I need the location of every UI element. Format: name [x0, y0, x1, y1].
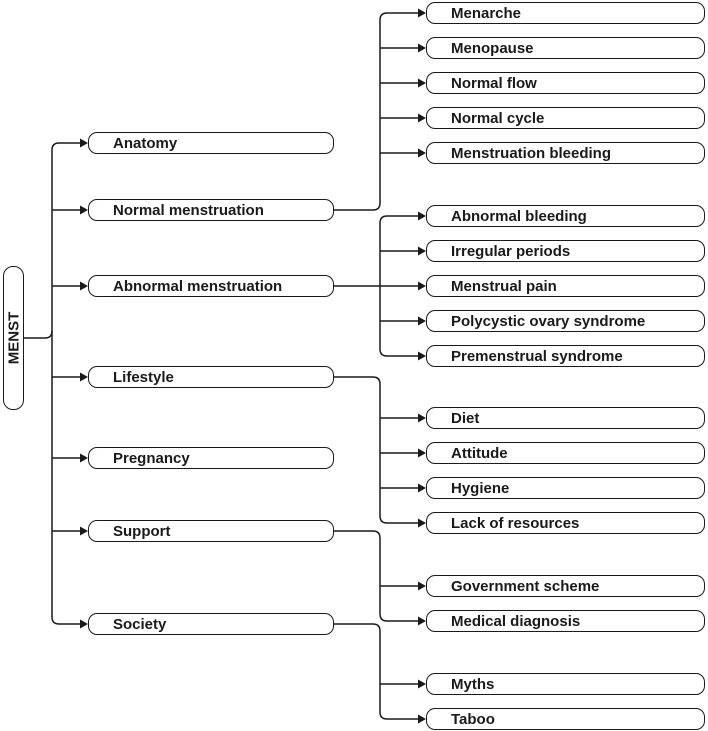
leaf-label: Myths — [451, 675, 495, 693]
root-label: MENST — [5, 311, 22, 365]
category-society: Society — [88, 613, 334, 635]
root-node: MENST — [3, 266, 24, 410]
arrow-head — [418, 413, 426, 423]
leaf-normal-cycle: Normal cycle — [426, 107, 705, 129]
leaf-connector — [379, 215, 424, 224]
category-label: Pregnancy — [113, 449, 190, 467]
category-abnormal-menstruation: Abnormal menstruation — [88, 275, 334, 297]
leaf-label: Polycystic ovary syndrome — [451, 312, 646, 330]
arrow-head — [80, 619, 88, 629]
leaf-label: Menopause — [451, 39, 534, 57]
group-link — [334, 376, 381, 385]
arrow-head — [80, 453, 88, 463]
arrow-head — [418, 78, 426, 88]
arrow-head — [80, 372, 88, 382]
arrow-head — [80, 281, 88, 291]
category-label: Abnormal menstruation — [113, 277, 283, 295]
leaf-normal-flow: Normal flow — [426, 72, 705, 94]
leaf-label: Menstruation bleeding — [451, 144, 612, 162]
arrow-head — [418, 483, 426, 493]
arrow-head — [418, 148, 426, 158]
category-label: Support — [113, 522, 171, 540]
arrow-head — [418, 43, 426, 53]
arrow-head — [418, 581, 426, 591]
category-support: Support — [88, 520, 334, 542]
root-link — [24, 330, 53, 339]
leaf-label: Normal cycle — [451, 109, 545, 127]
category-normal-menstruation: Normal menstruation — [88, 199, 334, 221]
leaf-label: Normal flow — [451, 74, 537, 92]
category-connector — [51, 142, 86, 151]
category-label: Society — [113, 615, 167, 633]
leaf-connector — [379, 348, 424, 357]
leaf-medical-diagnosis: Medical diagnosis — [426, 610, 705, 632]
leaf-premenstrual-syndrome: Premenstrual syndrome — [426, 345, 705, 367]
leaf-polycystic-ovary-syndrome: Polycystic ovary syndrome — [426, 310, 705, 332]
leaf-government-scheme: Government scheme — [426, 575, 705, 597]
arrow-head — [80, 526, 88, 536]
leaf-label: Medical diagnosis — [451, 612, 581, 630]
leaf-menarche: Menarche — [426, 2, 705, 24]
leaf-abnormal-bleeding: Abnormal bleeding — [426, 205, 705, 227]
leaf-connector — [379, 711, 424, 720]
leaf-menopause: Menopause — [426, 37, 705, 59]
category-pregnancy: Pregnancy — [88, 447, 334, 469]
leaf-connector — [379, 12, 424, 21]
arrow-head — [418, 8, 426, 18]
category-label: Anatomy — [113, 134, 178, 152]
arrow-head — [80, 138, 88, 148]
category-anatomy: Anatomy — [88, 132, 334, 154]
leaf-label: Government scheme — [451, 577, 600, 595]
leaf-label: Attitude — [451, 444, 508, 462]
arrow-head — [418, 448, 426, 458]
arrow-head — [418, 351, 426, 361]
category-label: Normal menstruation — [113, 201, 264, 219]
arrow-head — [418, 679, 426, 689]
leaf-label: Diet — [451, 409, 480, 427]
leaf-label: Lack of resources — [451, 514, 580, 532]
arrow-head — [418, 714, 426, 724]
leaf-taboo: Taboo — [426, 708, 705, 730]
leaf-diet: Diet — [426, 407, 705, 429]
leaf-label: Abnormal bleeding — [451, 207, 587, 225]
arrow-head — [80, 205, 88, 215]
leaf-label: Menarche — [451, 4, 522, 22]
category-lifestyle: Lifestyle — [88, 366, 334, 388]
leaf-myths: Myths — [426, 673, 705, 695]
leaf-hygiene: Hygiene — [426, 477, 705, 499]
leaf-connector — [379, 515, 424, 524]
leaf-attitude: Attitude — [426, 442, 705, 464]
arrow-head — [418, 518, 426, 528]
leaf-menstruation-bleeding: Menstruation bleeding — [426, 142, 705, 164]
arrow-head — [418, 316, 426, 326]
group-link — [334, 623, 381, 632]
leaf-lack-of-resources: Lack of resources — [426, 512, 705, 534]
leaf-label: Hygiene — [451, 479, 510, 497]
leaf-label: Irregular periods — [451, 242, 571, 260]
category-connector — [51, 616, 86, 625]
leaf-connector — [379, 613, 424, 622]
leaf-label: Premenstrual syndrome — [451, 347, 623, 365]
leaf-irregular-periods: Irregular periods — [426, 240, 705, 262]
group-link — [334, 202, 381, 211]
leaf-label: Taboo — [451, 710, 495, 728]
arrow-head — [418, 211, 426, 221]
arrow-head — [418, 281, 426, 291]
arrow-head — [418, 113, 426, 123]
arrow-head — [418, 616, 426, 626]
category-label: Lifestyle — [113, 368, 174, 386]
arrow-head — [418, 246, 426, 256]
leaf-menstrual-pain: Menstrual pain — [426, 275, 705, 297]
leaf-label: Menstrual pain — [451, 277, 557, 295]
group-link — [334, 530, 381, 539]
